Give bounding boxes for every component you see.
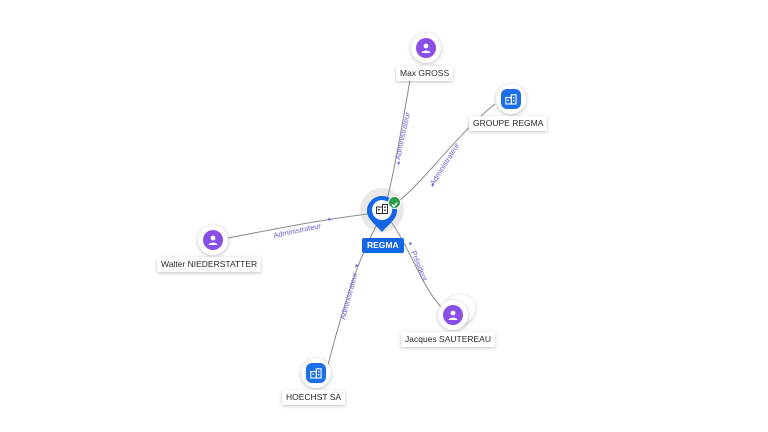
edge-label-hoechst: Administrateur	[338, 271, 359, 321]
center-node-regma[interactable]	[360, 188, 408, 236]
edge-jacques	[383, 211, 443, 309]
verified-check-icon	[388, 196, 401, 209]
arrow-marker	[355, 264, 359, 267]
arrow-marker	[409, 242, 412, 246]
edge-walter	[227, 211, 385, 239]
node-label-max-gross: Max GROSS	[396, 66, 454, 81]
building-icon	[376, 204, 388, 214]
building-icon	[501, 89, 521, 109]
arrow-marker	[431, 183, 434, 187]
node-jacques-sautereau[interactable]	[438, 300, 468, 330]
node-label-hoechst: HOECHST SA	[282, 390, 346, 405]
node-label-jacques: Jacques SAUTEREAU	[401, 332, 495, 347]
node-groupe-regma[interactable]	[496, 84, 526, 114]
arrow-marker	[397, 161, 400, 165]
node-label-groupe-regma: GROUPE REGMA	[469, 116, 548, 131]
person-icon	[203, 230, 223, 250]
center-label: REGMA	[362, 238, 404, 253]
node-hoechst-sa[interactable]	[301, 358, 331, 388]
node-walter-niederstatter[interactable]	[198, 225, 228, 255]
building-icon	[306, 363, 326, 383]
edge-label-jacques: Président	[409, 249, 430, 283]
edge-label-walter: Administrateur	[273, 221, 323, 240]
node-max-gross[interactable]	[411, 33, 441, 63]
edge-label-groupe: Administrateur	[428, 141, 462, 187]
node-label-walter: Walter NIEDERSTATTER	[157, 257, 262, 272]
edge-label-max: Administrateur	[393, 111, 412, 161]
person-icon	[443, 305, 463, 325]
person-icon	[416, 38, 436, 58]
edge-hoechst	[325, 211, 385, 373]
arrow-marker	[328, 218, 332, 221]
